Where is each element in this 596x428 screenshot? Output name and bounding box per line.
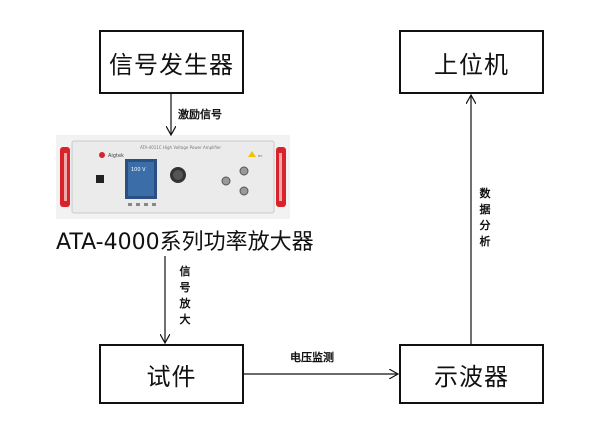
- host-computer-box: 上位机: [399, 30, 544, 94]
- oscilloscope-label: 示波器: [434, 362, 509, 391]
- host-computer-label: 上位机: [434, 50, 509, 79]
- excitation-signal-label: 激励信号: [178, 108, 222, 121]
- signal-amplify-label: 信号放大: [179, 265, 191, 326]
- svg-text:HV: HV: [258, 154, 263, 158]
- signal-generator-box: 信号发生器: [99, 30, 244, 94]
- signal-generator-label: 信号发生器: [109, 50, 234, 79]
- test-piece-box: 试件: [99, 344, 244, 404]
- amplifier-model-text: ATA-4011C High Voltage Power Amplifier: [140, 145, 221, 150]
- amplifier-caption: ATA-4000系列功率放大器: [56, 230, 314, 255]
- power-amplifier-image: Aigtek ATA-4011C High Voltage Power Ampl…: [56, 135, 290, 219]
- voltage-monitor-label: 电压监测: [290, 351, 334, 364]
- data-analysis-label: 数据分析: [479, 187, 491, 248]
- amplifier-device-drawing: Aigtek ATA-4011C High Voltage Power Ampl…: [56, 135, 290, 219]
- test-piece-label: 试件: [146, 362, 197, 391]
- amplifier-display-value: 100 V: [131, 167, 146, 173]
- oscilloscope-box: 示波器: [399, 344, 544, 404]
- amplifier-brand: Aigtek: [108, 153, 124, 159]
